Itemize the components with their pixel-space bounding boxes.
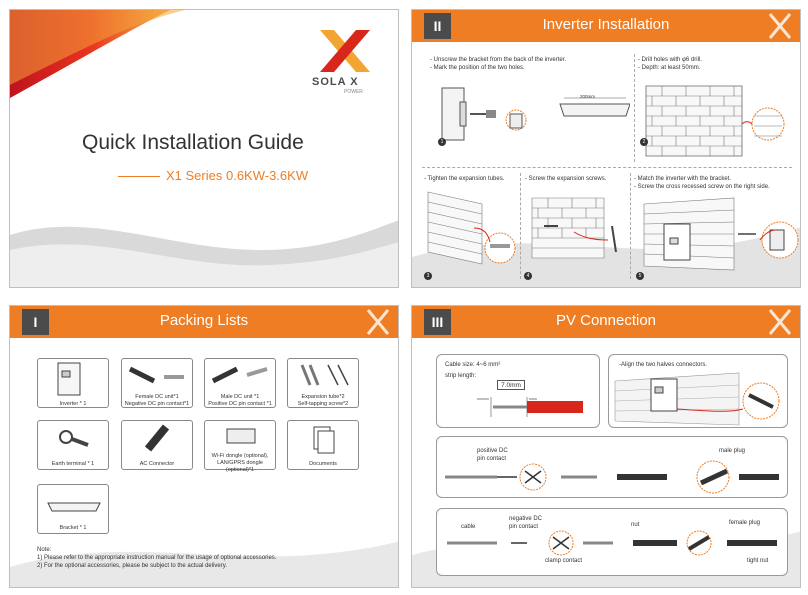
section-number: II [424,13,451,39]
item-label: Female DC unit*1 Negative DC pin contact… [124,394,190,407]
item-label: Expansion tube*2 Self-tapping screw*2 [297,394,349,407]
section-title: Inverter Installation [542,16,670,33]
negative-assembly-box: cable negative DC pin contact nut female… [436,508,788,576]
step4-expansion-screws [531,197,617,259]
female-plug-label: female plug [729,520,761,526]
male-dc-connector-icon [211,366,268,384]
divider [422,167,792,168]
pv-connection-page: III PV Connection Cable size: 4~6 mm² st… [411,305,801,588]
male-plug-label: male plug [719,448,746,454]
item-male-dc: Male DC unit *1 Positive DC pin contact … [204,358,276,408]
item-inverter: Inverter * 1 [37,358,109,408]
section-header: I Packing Lists [10,306,398,338]
step2-text: - Drill holes with φ6 drill. - Depth: at… [638,57,702,71]
earth-terminal-icon [59,430,89,447]
x-mark-icon [768,309,792,335]
section-header: II Inverter Installation [412,10,800,42]
stripped-cable-icon [477,397,583,417]
align-connectors-illustration [614,372,780,426]
note-title: Note: [37,547,52,553]
step1-illustration [441,87,630,141]
cable-label: cable [461,524,476,530]
item-bracket: Bracket * 1 [37,484,109,534]
step1-text: - Unscrew the bracket from the back of t… [430,57,567,71]
bracket-dimension: 200mm [580,94,596,99]
item-ac-connector: AC Connector [121,420,193,470]
item-label: Wi-Fi dongle (optional), LAN/GPRS dongle… [211,453,269,473]
nut-label: nut [631,522,640,528]
screws-icon [300,364,349,386]
cable-strip-box: Cable size: 4~6 mm² strip length: 7.0mm [436,354,600,428]
inverter-icon [57,362,81,396]
strip-length-label: strip length: [445,373,477,379]
tight-nut-label: tight nut [747,558,769,564]
ac-connector-icon [144,424,170,452]
step-4-badge: 4 [524,272,532,280]
solax-x-icon [320,30,370,72]
item-label: Earth terminal * 1 [51,461,95,467]
background-wave [10,541,398,587]
section-header: III PV Connection [412,306,800,338]
guide-subtitle: X1 Series 0.6KW-3.6KW [166,168,309,183]
step5-mount-inverter [643,197,799,271]
guide-title: Quick Installation Guide [82,131,304,154]
title-rule [118,176,160,177]
brand-name: SOLA X [312,76,359,88]
step3-text: - Tighten the expansion tubes. [424,176,505,182]
divider [630,173,631,279]
step-1-badge: 1 [438,138,446,146]
cover-swoosh [10,10,398,287]
cover-page: SOLA X POWER Quick Installation Guide X1… [9,9,399,288]
negative-assembly-illustration [447,530,777,556]
note-2: 2) For the optional accessories, please … [37,563,227,569]
clamp-contact-label: clamp contact [545,558,583,564]
step2-brick-wall [645,85,785,157]
item-label: AC Connector [139,461,175,467]
item-label: Documents [309,461,337,467]
item-label: Bracket * 1 [59,525,87,531]
x-mark-icon [768,13,792,39]
strip-length-value: 7.0mm [497,380,525,390]
align-text: -Align the two halves connectors. [619,362,708,368]
female-dc-connector-icon [128,366,184,384]
cable-size: Cable size: 4~6 mm² [445,362,501,368]
section-title: Packing Lists [159,312,249,329]
positive-pin-label: positive DC pin contact [477,448,508,462]
item-label: Male DC unit *1 Positive DC pin contact … [208,394,272,407]
documents-icon [313,426,335,454]
step-3-badge: 3 [424,272,432,280]
brand-subtitle: POWER [344,89,363,95]
align-connectors-box: -Align the two halves connectors. [608,354,788,428]
positive-assembly-box: positive DC pin contact male plug [436,436,788,498]
packing-page: I Packing Lists Inverter * 1 Female DC u… [9,305,399,588]
note-1: 1) Please refer to the appropriate instr… [37,555,277,561]
item-earth-terminal: Earth terminal * 1 [37,420,109,470]
installation-page: II Inverter Installation - Unscrew the b… [411,9,801,288]
item-documents: Documents [287,420,359,470]
negative-pin-label: negative DC pin contact [509,516,543,530]
positive-assembly-illustration [445,460,779,494]
item-female-dc: Female DC unit*1 Negative DC pin contact… [121,358,193,408]
divider [634,54,635,162]
step-5-badge: 5 [636,272,644,280]
bracket-icon [47,502,101,512]
x-mark-icon [366,309,390,335]
section-number: I [22,309,49,335]
divider [520,173,521,279]
section-title: PV Connection [555,312,657,329]
brand-logo: SOLA X POWER [310,28,380,104]
background-wave [412,227,800,287]
step4-text: - Screw the expansion screws. [525,176,607,182]
section-number: III [424,309,451,335]
step3-expansion-tubes [427,191,516,265]
item-expansion-tube: Expansion tube*2 Self-tapping screw*2 [287,358,359,408]
step5-text: - Match the inverter with the bracket. -… [634,176,770,190]
item-wifi-dongle: Wi-Fi dongle (optional), LAN/GPRS dongle… [204,420,276,473]
item-label: Inverter * 1 [59,401,87,407]
step-2-badge: 2 [640,138,648,146]
dongle-icon [226,428,256,444]
